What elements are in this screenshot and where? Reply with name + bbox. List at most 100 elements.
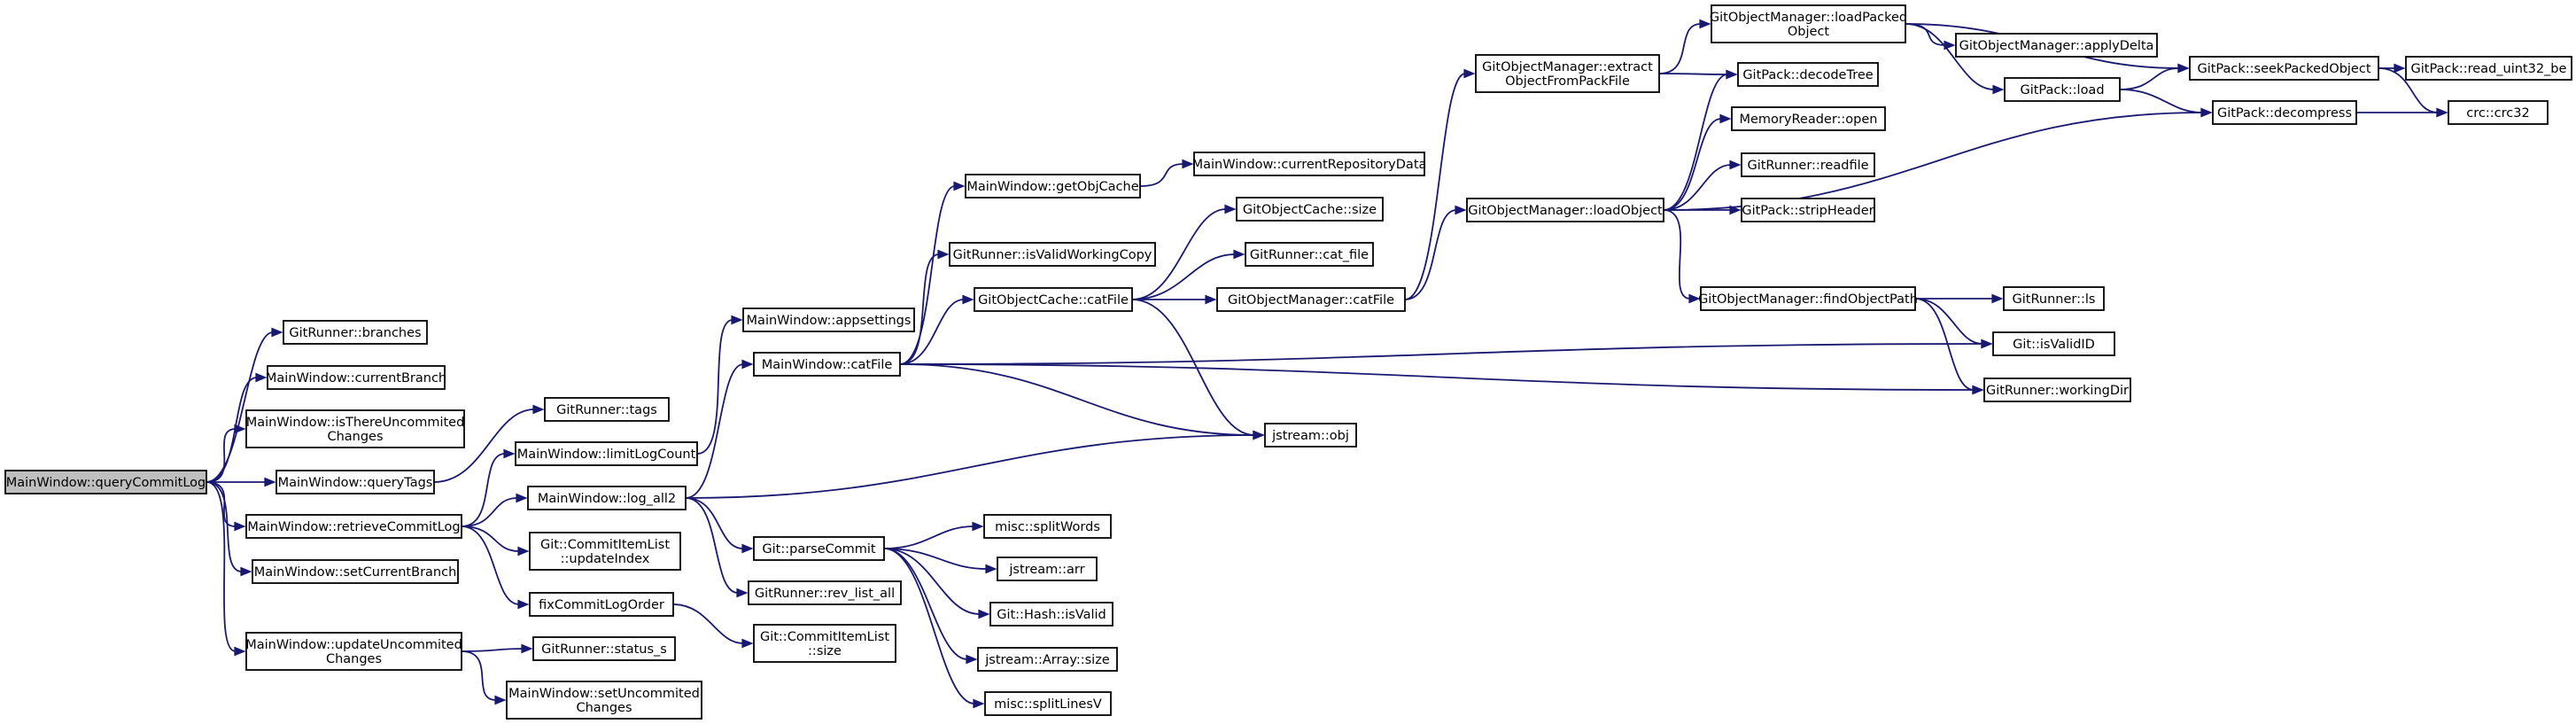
edge-log_all2-to-rev_list_all <box>685 497 749 598</box>
node-appsettings[interactable]: MainWindow::appsettings <box>742 308 915 332</box>
edge-extractObject-to-loadPackedObject <box>1658 19 1711 74</box>
node-label: MainWindow::queryCommitLog <box>6 476 206 490</box>
node-label: MainWindow::limitLogCount <box>517 448 696 462</box>
node-box <box>2004 77 2121 102</box>
node-arraySize[interactable]: jstream::Array::size <box>977 647 1118 672</box>
node-box <box>1983 378 2131 402</box>
node-status_s[interactable]: GitRunner::status_s <box>532 636 676 661</box>
node-box <box>977 647 1118 672</box>
edge-log_all2-to-parseCommit <box>685 497 754 554</box>
node-loadObject[interactable]: GitObjectManager::loadObject <box>1466 198 1664 222</box>
node-splitWords[interactable]: misc::splitWords <box>983 514 1112 539</box>
node-label: GitRunner::status_s <box>541 642 667 657</box>
edge-findObjectPath-to-workingDir <box>1914 298 1984 395</box>
node-label: GitPack::load <box>2020 83 2104 97</box>
node-label: GitObjectManager::extract <box>1482 60 1653 74</box>
node-ls[interactable]: GitRunner::ls <box>2003 286 2105 311</box>
node-parseCommit[interactable]: Git::parseCommit <box>753 536 885 561</box>
node-label: ObjectFromPackFile <box>1505 74 1630 89</box>
node-fixCommitLogOrder[interactable]: fixCommitLogOrder <box>529 592 674 617</box>
node-queryCommitLog[interactable]: MainWindow::queryCommitLog <box>4 470 207 494</box>
node-grCatFile[interactable]: GitRunner::cat_file <box>1245 242 1374 267</box>
node-box <box>2448 100 2549 125</box>
node-limitLogCount[interactable]: MainWindow::limitLogCount <box>515 441 698 466</box>
node-extractObject[interactable]: GitObjectManager::extractObjectFromPackF… <box>1475 54 1660 93</box>
node-rev_list_all[interactable]: GitRunner::rev_list_all <box>748 580 902 605</box>
node-box <box>965 174 1141 199</box>
node-gomCatFile[interactable]: GitObjectManager::catFile <box>1216 287 1406 312</box>
node-seekPacked[interactable]: GitPack::seekPackedObject <box>2189 56 2379 81</box>
node-retrieveCommitLog[interactable]: MainWindow::retrieveCommitLog <box>245 514 462 539</box>
node-gocCatFile[interactable]: GitObjectCache::catFile <box>974 287 1133 312</box>
node-currentRepositoryData[interactable]: MainWindow::currentRepositoryData <box>1192 152 1427 176</box>
node-box <box>245 514 462 539</box>
node-isValidWorkingCopy[interactable]: GitRunner::isValidWorkingCopy <box>949 242 1156 267</box>
node-label: GitRunner::branches <box>289 326 421 340</box>
node-workingDir[interactable]: GitRunner::workingDir <box>1983 378 2131 402</box>
node-box <box>989 602 1113 627</box>
node-box <box>984 691 1112 716</box>
edge-loadPackedObject-to-packLoad <box>1905 23 2005 95</box>
node-jsArr[interactable]: jstream::arr <box>997 557 1098 581</box>
node-gocSize[interactable]: GitObjectCache::size <box>1236 197 1384 222</box>
node-getObjCache[interactable]: MainWindow::getObjCache <box>965 174 1141 199</box>
node-cilSize[interactable]: Git::CommitItemList::size <box>753 624 896 663</box>
node-label: Git::isValidID <box>2013 338 2095 352</box>
node-splitLinesV[interactable]: misc::splitLinesV <box>984 691 1112 716</box>
edge-retrieveCommitLog-to-limitLogCount <box>461 448 516 527</box>
node-box <box>2405 56 2572 81</box>
node-hashIsValid[interactable]: Git::Hash::isValid <box>989 602 1113 627</box>
node-label: GitRunner::rev_list_all <box>755 587 895 601</box>
node-box <box>1955 33 2158 58</box>
node-box <box>1700 286 1916 311</box>
node-packLoad[interactable]: GitPack::load <box>2004 77 2121 102</box>
node-crc32[interactable]: crc::crc32 <box>2448 100 2549 125</box>
edge-packLoad-to-seekPacked <box>2119 63 2190 90</box>
node-box <box>529 532 681 571</box>
node-tags[interactable]: GitRunner::tags <box>544 397 670 422</box>
node-readfile[interactable]: GitRunner::readfile <box>1741 152 1875 177</box>
node-findObjectPath[interactable]: GitObjectManager::findObjectPath <box>1698 286 1918 311</box>
node-setCurrentBranch[interactable]: MainWindow::setCurrentBranch <box>252 559 459 584</box>
node-label: ::updateIndex <box>561 552 650 566</box>
edge-limitLogCount-to-appsettings <box>696 315 743 455</box>
node-jsObj[interactable]: jstream::obj <box>1264 423 1357 448</box>
node-label: GitObjectManager::loadPacked <box>1710 11 1907 25</box>
edge-gocCatFile-to-grCatFile <box>1131 249 1245 300</box>
edge-gocCatFile-to-jsObj <box>1131 299 1265 440</box>
node-label: Changes <box>326 652 382 666</box>
node-updateIndex[interactable]: Git::CommitItemList::updateIndex <box>529 532 681 571</box>
call-edges <box>206 19 2448 709</box>
node-label: Git::Hash::isValid <box>997 608 1106 622</box>
node-box <box>1731 106 1886 131</box>
node-decodeTree[interactable]: GitPack::decodeTree <box>1737 62 1879 87</box>
node-label: ::size <box>808 644 842 658</box>
edge-getObjCache-to-currentRepositoryData <box>1139 159 1194 187</box>
edge-gocCatFile-to-gomCatFile <box>1131 294 1217 305</box>
edge-fixCommitLogOrder-to-cilSize <box>672 603 754 649</box>
node-label: Git::CommitItemList <box>760 630 889 644</box>
node-mwCatFile[interactable]: MainWindow::catFile <box>753 352 901 377</box>
node-readUint32[interactable]: GitPack::read_uint32_be <box>2405 56 2572 81</box>
node-label: Object <box>1788 25 1830 39</box>
node-currentBranch[interactable]: MainWindow::currentBranch <box>266 365 446 390</box>
node-label: MainWindow::setUncommited <box>508 687 700 701</box>
edge-mwCatFile-to-jsObj <box>899 363 1265 440</box>
node-stripHeader[interactable]: GitPack::stripHeader <box>1741 198 1875 222</box>
node-memOpen[interactable]: MemoryReader::open <box>1731 106 1886 131</box>
node-queryTags[interactable]: MainWindow::queryTags <box>275 470 435 494</box>
node-isValidID[interactable]: Git::isValidID <box>1992 331 2115 356</box>
edge-loadObject-to-decodeTree <box>1663 69 1738 211</box>
node-label: GitRunner::cat_file <box>1250 248 1369 262</box>
node-box <box>1741 198 1875 222</box>
node-branches[interactable]: GitRunner::branches <box>283 320 428 345</box>
node-decompress[interactable]: GitPack::decompress <box>2212 100 2357 125</box>
node-label: MainWindow::setCurrentBranch <box>254 565 457 580</box>
node-applyDelta[interactable]: GitObjectManager::applyDelta <box>1955 33 2158 58</box>
node-log_all2[interactable]: MainWindow::log_all2 <box>527 486 687 510</box>
